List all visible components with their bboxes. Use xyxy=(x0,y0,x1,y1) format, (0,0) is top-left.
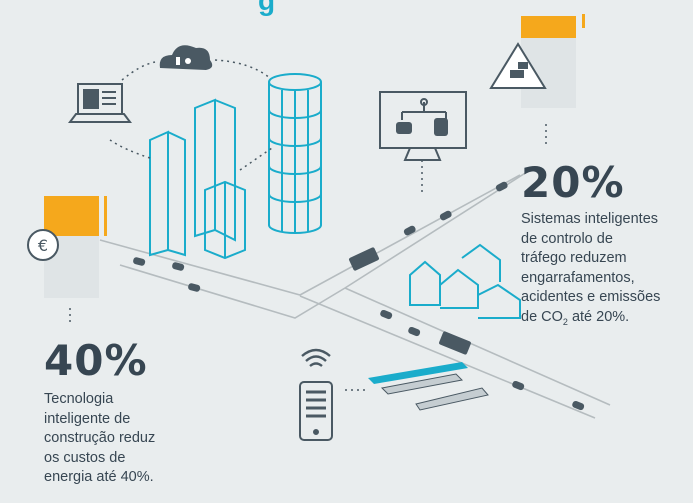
stat-line-last: de CO2 até 20%. xyxy=(521,308,660,332)
cloud-icon xyxy=(159,45,213,70)
co2-prefix: de CO xyxy=(521,308,563,325)
road-diagonal-lower xyxy=(119,169,531,319)
skyscraper-icon xyxy=(268,73,322,234)
road-cross-2 xyxy=(344,287,611,406)
train-icon xyxy=(368,362,489,411)
wifi-icon xyxy=(301,348,331,367)
bus-icon xyxy=(349,247,471,355)
stat-value-left: 40% xyxy=(44,336,148,385)
euro-coin-icon: € xyxy=(27,229,59,261)
stat-description-left: Tecnologia inteligente de construção red… xyxy=(44,390,155,488)
stat-line: engarrafamentos, xyxy=(521,269,635,286)
house-icon xyxy=(409,243,521,319)
stat-line: inteligente de xyxy=(44,410,131,427)
monitor-icon xyxy=(379,91,467,161)
stat-line: Tecnologia xyxy=(44,391,114,407)
smartphone-icon xyxy=(299,381,333,441)
stat-line: construção reduz xyxy=(44,430,156,446)
stat-line: energia até 40%. xyxy=(44,469,154,485)
accent-bar-right xyxy=(521,14,585,108)
stat-value-right: 20% xyxy=(521,158,625,207)
title-fragment: g xyxy=(258,0,275,16)
car-icon xyxy=(396,118,448,136)
stat-line: de controlo de xyxy=(521,230,613,247)
stat-description-right: Sistemas inteligentes de controlo de trá… xyxy=(521,210,660,332)
stat-line: Sistemas inteligentes xyxy=(521,211,659,227)
car-icon xyxy=(133,181,585,411)
stat-line: acidentes e emissões xyxy=(521,289,661,305)
co2-suffix: até 20%. xyxy=(567,308,630,325)
traffic-warning-icon xyxy=(489,42,547,89)
co2-subscript: 2 xyxy=(562,316,568,327)
laptop-icon xyxy=(68,83,132,123)
road-cross-1 xyxy=(299,295,596,419)
stat-line: os custos de xyxy=(44,449,126,466)
stat-line: tráfego reduzem xyxy=(521,250,627,266)
road-diagonal-upper xyxy=(99,174,521,296)
skyscraper-icon xyxy=(149,98,246,260)
data-flow-lines xyxy=(69,59,547,391)
svg-text:€: € xyxy=(38,236,48,255)
